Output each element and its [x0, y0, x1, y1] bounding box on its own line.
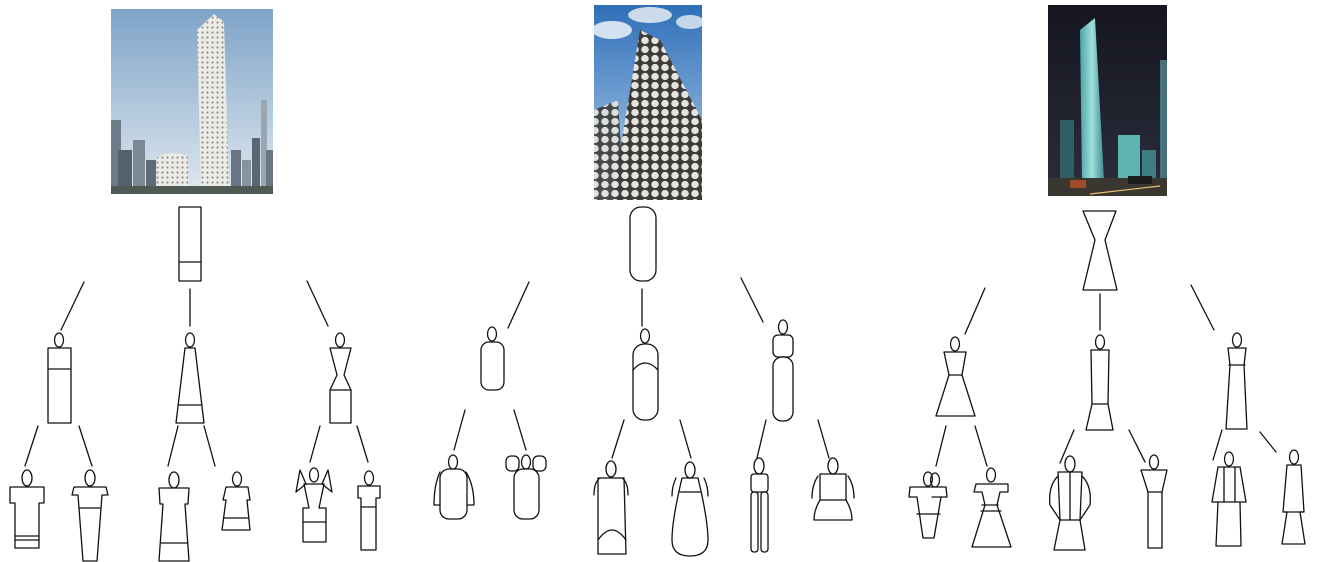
- edge: [740, 277, 764, 323]
- white-perforated-tower-photo: [111, 9, 273, 194]
- root-shape-2: [629, 206, 657, 282]
- edge: [309, 425, 321, 463]
- edge: [679, 419, 692, 459]
- figure-1-3-b: [357, 470, 381, 551]
- figure-1-1-a: [9, 469, 45, 549]
- figure-2-1: [480, 326, 505, 391]
- figure-3-2: [1085, 334, 1114, 431]
- edge: [167, 425, 179, 467]
- figure-2-3: [772, 319, 794, 422]
- honeycomb-facade-tower-photo: [592, 5, 704, 200]
- figure-2-2: [632, 328, 659, 421]
- figure-3-1: [935, 336, 976, 417]
- figure-2-3-b: [811, 457, 855, 521]
- edge: [974, 425, 988, 467]
- edge: [356, 425, 369, 463]
- figure-1-1-b: [71, 469, 109, 562]
- figure-1-2: [175, 332, 205, 424]
- figure-3-1-b: [971, 467, 1012, 548]
- figure-1-1: [47, 332, 72, 424]
- tree-2: [433, 206, 855, 557]
- edge: [306, 280, 329, 327]
- figure-1-2-a: [158, 471, 190, 562]
- edge: [1190, 284, 1215, 331]
- edge: [507, 281, 530, 329]
- figure-1-2-b: [221, 471, 251, 531]
- figure-3-2-b: [1140, 454, 1168, 549]
- edge: [964, 287, 986, 335]
- figure-2-2-a: [593, 460, 629, 555]
- edge: [611, 419, 625, 459]
- edge: [1212, 429, 1223, 461]
- tree-1: [9, 206, 381, 562]
- figure-2-3-a: [750, 457, 769, 553]
- edge: [203, 425, 216, 467]
- figure-2-1-b: [505, 454, 547, 520]
- edge: [60, 281, 85, 331]
- figure-2-2-b: [671, 461, 709, 557]
- figure-2-1-a: [433, 454, 475, 520]
- figure-3-1-a: [908, 471, 948, 539]
- tree-3: [908, 210, 1306, 551]
- figure-3-3-b: [1281, 449, 1306, 545]
- edge: [453, 409, 466, 451]
- glass-tower-at-night-photo: [1048, 5, 1167, 196]
- root-shape-3: [1082, 210, 1118, 291]
- figure-1-3: [329, 332, 352, 424]
- figure-1-3-a: [295, 467, 333, 543]
- edge: [817, 419, 830, 459]
- figure-3-2-a: [1049, 455, 1091, 551]
- figure-3-3-a: [1211, 451, 1247, 547]
- figure-3-3: [1225, 332, 1248, 430]
- edge: [1128, 429, 1146, 463]
- edge: [756, 419, 767, 459]
- edge: [78, 425, 93, 467]
- edge: [513, 409, 527, 451]
- edge: [1059, 429, 1075, 464]
- edge: [1259, 431, 1277, 453]
- root-shape-1: [178, 206, 202, 282]
- edge: [24, 425, 39, 467]
- edge: [935, 425, 947, 467]
